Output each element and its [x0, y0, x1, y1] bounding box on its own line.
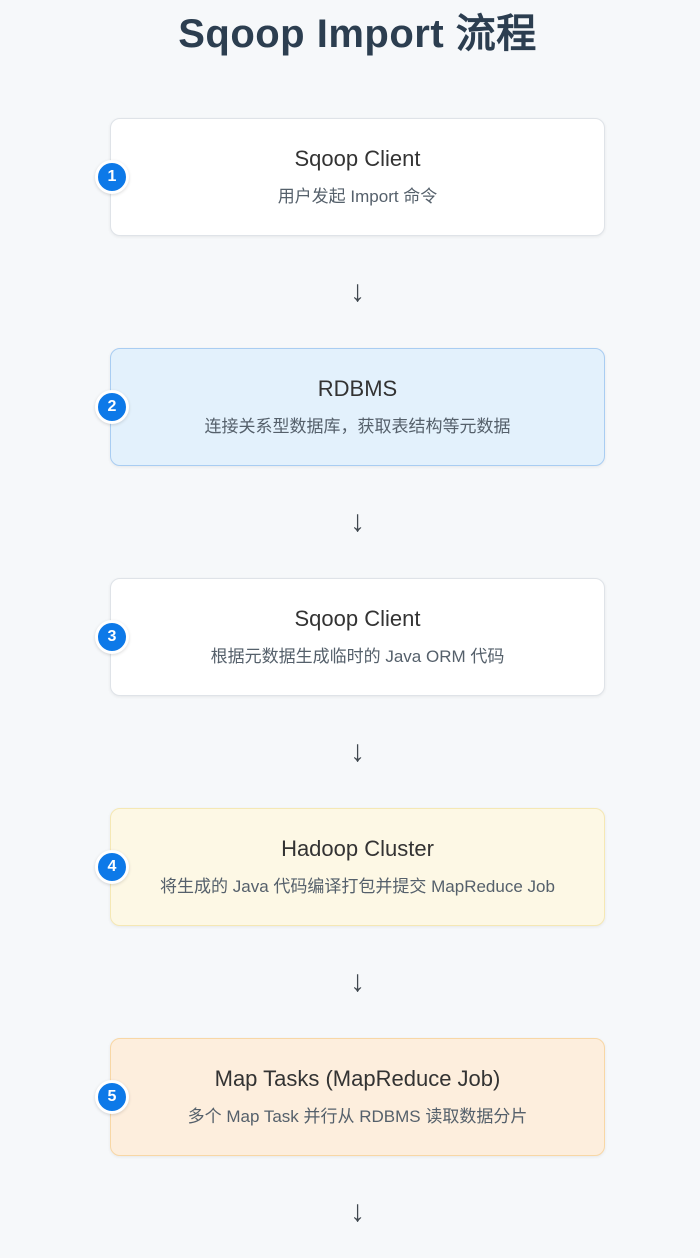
step-number-badge: 5: [95, 1080, 129, 1114]
step-description: 根据元数据生成临时的 Java ORM 代码: [210, 646, 505, 666]
step-number-badge: 4: [95, 850, 129, 884]
step-card: 1 Sqoop Client 用户发起 Import 命令: [95, 118, 605, 236]
step-description: 连接关系型数据库，获取表结构等元数据: [204, 416, 511, 436]
step-card: 4 Hadoop Cluster 将生成的 Java 代码编译打包并提交 Map…: [95, 808, 605, 926]
flow-step: 1 Sqoop Client 用户发起 Import 命令 ↓: [95, 118, 605, 310]
page: Sqoop Import 流程 1 Sqoop Client 用户发起 Impo…: [0, 8, 700, 1258]
step-number-badge: 1: [95, 160, 129, 194]
down-arrow-icon: ↓: [350, 965, 365, 998]
step-card: 3 Sqoop Client 根据元数据生成临时的 Java ORM 代码: [95, 578, 605, 696]
step-title: Map Tasks (MapReduce Job): [214, 1066, 501, 1092]
flow-diagram: 1 Sqoop Client 用户发起 Import 命令 ↓ 2 RDBMS …: [95, 118, 605, 1230]
step-number-badge: 3: [95, 620, 129, 654]
down-arrow-icon: ↓: [350, 735, 365, 768]
page-title: Sqoop Import 流程: [178, 12, 537, 56]
flow-step: 4 Hadoop Cluster 将生成的 Java 代码编译打包并提交 Map…: [95, 808, 605, 1000]
flow-step: 2 RDBMS 连接关系型数据库，获取表结构等元数据 ↓: [95, 348, 605, 540]
down-arrow-icon: ↓: [350, 1195, 365, 1228]
step-number-badge: 2: [95, 390, 129, 424]
step-description: 用户发起 Import 命令: [277, 186, 438, 206]
step-title: Sqoop Client: [294, 606, 421, 632]
step-title: Sqoop Client: [294, 146, 421, 172]
step-title: Hadoop Cluster: [281, 836, 434, 862]
step-card: 5 Map Tasks (MapReduce Job) 多个 Map Task …: [95, 1038, 605, 1156]
flow-step: 5 Map Tasks (MapReduce Job) 多个 Map Task …: [95, 1038, 605, 1230]
step-title: RDBMS: [317, 376, 398, 402]
step-description: 将生成的 Java 代码编译打包并提交 MapReduce Job: [160, 876, 555, 896]
step-card: 2 RDBMS 连接关系型数据库，获取表结构等元数据: [95, 348, 605, 466]
flow-step: 3 Sqoop Client 根据元数据生成临时的 Java ORM 代码 ↓: [95, 578, 605, 770]
down-arrow-icon: ↓: [350, 505, 365, 538]
step-description: 多个 Map Task 并行从 RDBMS 读取数据分片: [187, 1106, 528, 1126]
down-arrow-icon: ↓: [350, 275, 365, 308]
